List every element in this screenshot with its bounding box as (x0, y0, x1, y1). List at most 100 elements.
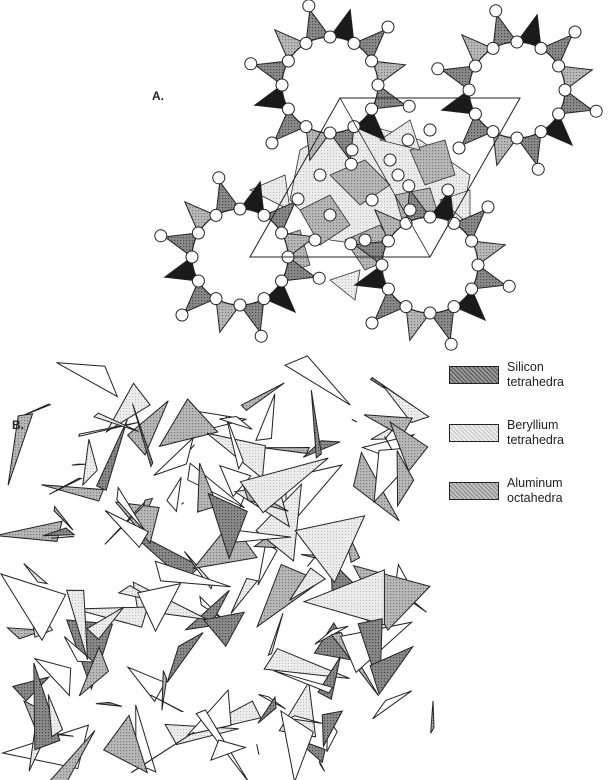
oxygen-atom (255, 330, 267, 342)
oxygen-atom (453, 142, 465, 154)
oxygen-atom (482, 201, 494, 213)
polyhedron-face (24, 564, 47, 584)
polyhedron-face (128, 667, 165, 701)
oxygen-atom (463, 84, 475, 96)
polyhedron-face (154, 438, 193, 476)
polyhedron-face (258, 543, 277, 585)
legend-silicon-line1: Silicon (507, 360, 564, 375)
oxygen-atom (424, 307, 436, 319)
oxygen-atom (503, 280, 515, 292)
polyhedron-face (258, 697, 276, 723)
oxygen-atom (314, 169, 326, 181)
oxygen-atom (442, 184, 454, 196)
oxygen-atom (382, 21, 394, 33)
polyhedron-face (167, 633, 203, 683)
polyhedron-face (231, 578, 258, 613)
polyhedron-face (83, 439, 98, 485)
ring-channel (469, 42, 565, 138)
ring-channel (282, 37, 378, 133)
polyhedron-face (431, 701, 434, 733)
oxygen-atom (445, 338, 457, 350)
oxygen-atom (382, 235, 394, 247)
oxygen-atom (276, 79, 288, 91)
oxygen-atom (553, 108, 565, 120)
oxygen-atom (324, 31, 336, 43)
oxygen-atom (511, 36, 523, 48)
oxygen-atom (210, 209, 222, 221)
oxygen-atom (300, 121, 312, 133)
oxygen-atom (345, 158, 357, 170)
oxygen-atom (403, 180, 415, 192)
oxygen-atom (258, 209, 270, 221)
oxygen-atom (345, 238, 357, 250)
legend-beryllium-line1: Beryllium (507, 418, 564, 433)
oxygen-atom (192, 275, 204, 287)
polyhedron-face (159, 399, 217, 446)
panel-b-label: B. (12, 418, 24, 432)
polyhedron-face (311, 390, 321, 458)
oxygen-atom (553, 60, 565, 72)
oxygen-atom (402, 134, 414, 146)
oxygen-atom (490, 5, 502, 17)
oxygen-atom (400, 217, 412, 229)
oxygen-atom (276, 227, 288, 239)
beryllium-swatch (449, 424, 499, 442)
polyhedron-face (181, 503, 184, 505)
oxygen-atom (313, 272, 325, 284)
oxygen-atom (258, 293, 270, 305)
oxygen-atom (487, 126, 499, 138)
oxygen-atom (448, 217, 460, 229)
oxygen-atom (245, 58, 257, 70)
oxygen-atom (192, 227, 204, 239)
oxygen-atom (469, 108, 481, 120)
oxygen-atom (292, 193, 304, 205)
oxygen-atom (303, 0, 315, 12)
oxygen-atom (590, 105, 602, 117)
oxygen-atom (186, 251, 198, 263)
oxygen-atom (366, 194, 378, 206)
oxygen-atom (155, 230, 167, 242)
polyhedron-face (162, 671, 167, 711)
oxygen-atom (384, 154, 396, 166)
silicon-swatch (449, 366, 499, 384)
oxygen-atom (366, 55, 378, 67)
oxygen-atom (176, 309, 188, 321)
polyhedron-face (150, 695, 182, 712)
oxygen-atom (376, 259, 388, 271)
legend-beryllium-line2: tetrahedra (507, 433, 564, 448)
polyhedron-face (96, 702, 122, 706)
polyhedron-face (241, 383, 284, 410)
ring-channel (382, 217, 478, 313)
oxygen-atom (424, 124, 436, 136)
oxygen-atom (403, 100, 415, 112)
oxygen-atom (432, 63, 444, 75)
oxygen-atom (535, 42, 547, 54)
polyhedron-face (263, 448, 309, 454)
oxygen-atom (234, 299, 246, 311)
legend-item-beryllium: Beryllium tetrahedra (449, 418, 604, 476)
legend: Silicon tetrahedra Beryllium tetrahedra … (449, 360, 604, 534)
legend-item-silicon: Silicon tetrahedra (449, 360, 604, 418)
oxygen-atom (382, 283, 394, 295)
oxygen-atom (469, 60, 481, 72)
panel-b-perspective (0, 356, 434, 780)
polyhedron-face (257, 744, 259, 754)
oxygen-atom (234, 203, 246, 215)
oxygen-atom (210, 293, 222, 305)
oxygen-atom (359, 234, 371, 246)
legend-aluminum-line2: octahedra (507, 491, 563, 506)
oxygen-atom (424, 211, 436, 223)
oxygen-atom (511, 132, 523, 144)
aluminum-swatch (449, 482, 499, 500)
oxygen-atom (448, 301, 460, 313)
oxygen-atom (366, 317, 378, 329)
oxygen-atom (266, 137, 278, 149)
oxygen-atom (213, 172, 225, 184)
oxygen-atom (535, 126, 547, 138)
panel-a-label: A. (152, 89, 164, 103)
oxygen-atom (487, 42, 499, 54)
legend-item-aluminum: Aluminum octahedra (449, 476, 604, 534)
legend-aluminum-line1: Aluminum (507, 476, 563, 491)
oxygen-atom (346, 144, 358, 156)
oxygen-atom (400, 301, 412, 313)
